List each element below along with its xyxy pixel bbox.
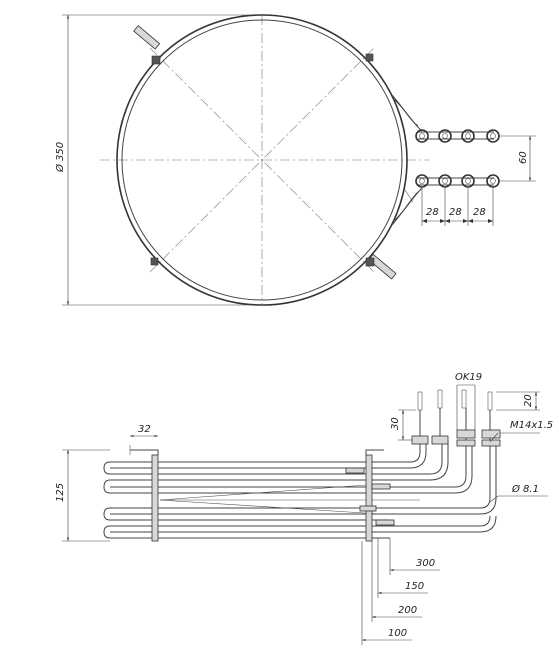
ring-exit-lower-2 (394, 187, 423, 221)
spacing-dimension: 28 28 28 (421, 188, 494, 226)
spacing-label-2: 28 (449, 207, 462, 218)
support-clip-top-right (365, 53, 374, 62)
terminal-label: 20 (523, 394, 534, 407)
left-bracket (129, 445, 159, 542)
mounting-bracket-bottom-right (365, 253, 397, 280)
spacing-label-1: 28 (426, 207, 439, 218)
pitch-dimension: 60 (500, 135, 536, 182)
top-view: Ø 350 60 28 28 28 (54, 14, 536, 306)
height-label: 125 (55, 483, 66, 502)
length-label-150: 150 (405, 581, 424, 592)
tube-diameter-callout: Ø 8.1 (489, 483, 548, 503)
wrench-dimension: OK19 (455, 372, 482, 430)
heating-ring-inner (121, 19, 403, 301)
pitch-label: 60 (518, 151, 529, 164)
terminal-row-upper (415, 129, 500, 143)
diameter-dimension: Ø 350 (54, 14, 262, 306)
tube-diameter-label: Ø 8.1 (511, 483, 539, 495)
bracket-label: 32 (138, 424, 151, 435)
diagonal-centerline-2 (149, 47, 375, 273)
support-clip-bottom-left (150, 257, 159, 266)
length-label-100: 100 (388, 628, 407, 639)
spacing-label-3: 28 (473, 207, 486, 218)
wrench-label: OK19 (455, 372, 482, 383)
right-bracket (345, 449, 395, 542)
thread-label: M14x1.5 (510, 420, 553, 431)
height-dimension: 125 (55, 449, 110, 542)
length-label-300: 300 (416, 558, 435, 569)
terminal-row-lower (415, 174, 500, 188)
stem-label: 30 (390, 417, 401, 430)
ring-exit-upper-2 (394, 99, 423, 132)
terminal-dimension: 20 (496, 391, 540, 411)
mounting-bracket-top-left (133, 25, 161, 65)
thread-callout: M14x1.5 (489, 420, 553, 443)
stem-dimension: 30 (390, 409, 416, 441)
heating-tubes (103, 440, 497, 539)
length-label-200: 200 (398, 605, 417, 616)
side-view: 125 32 OK19 20 M14x1.5 (55, 372, 553, 645)
terminal-assemblies (411, 389, 501, 447)
length-dimensions: 300 150 200 100 (361, 538, 440, 645)
diameter-label: Ø 350 (54, 142, 66, 173)
support-clip-right (404, 189, 414, 203)
bracket-dimension: 32 (130, 424, 158, 438)
